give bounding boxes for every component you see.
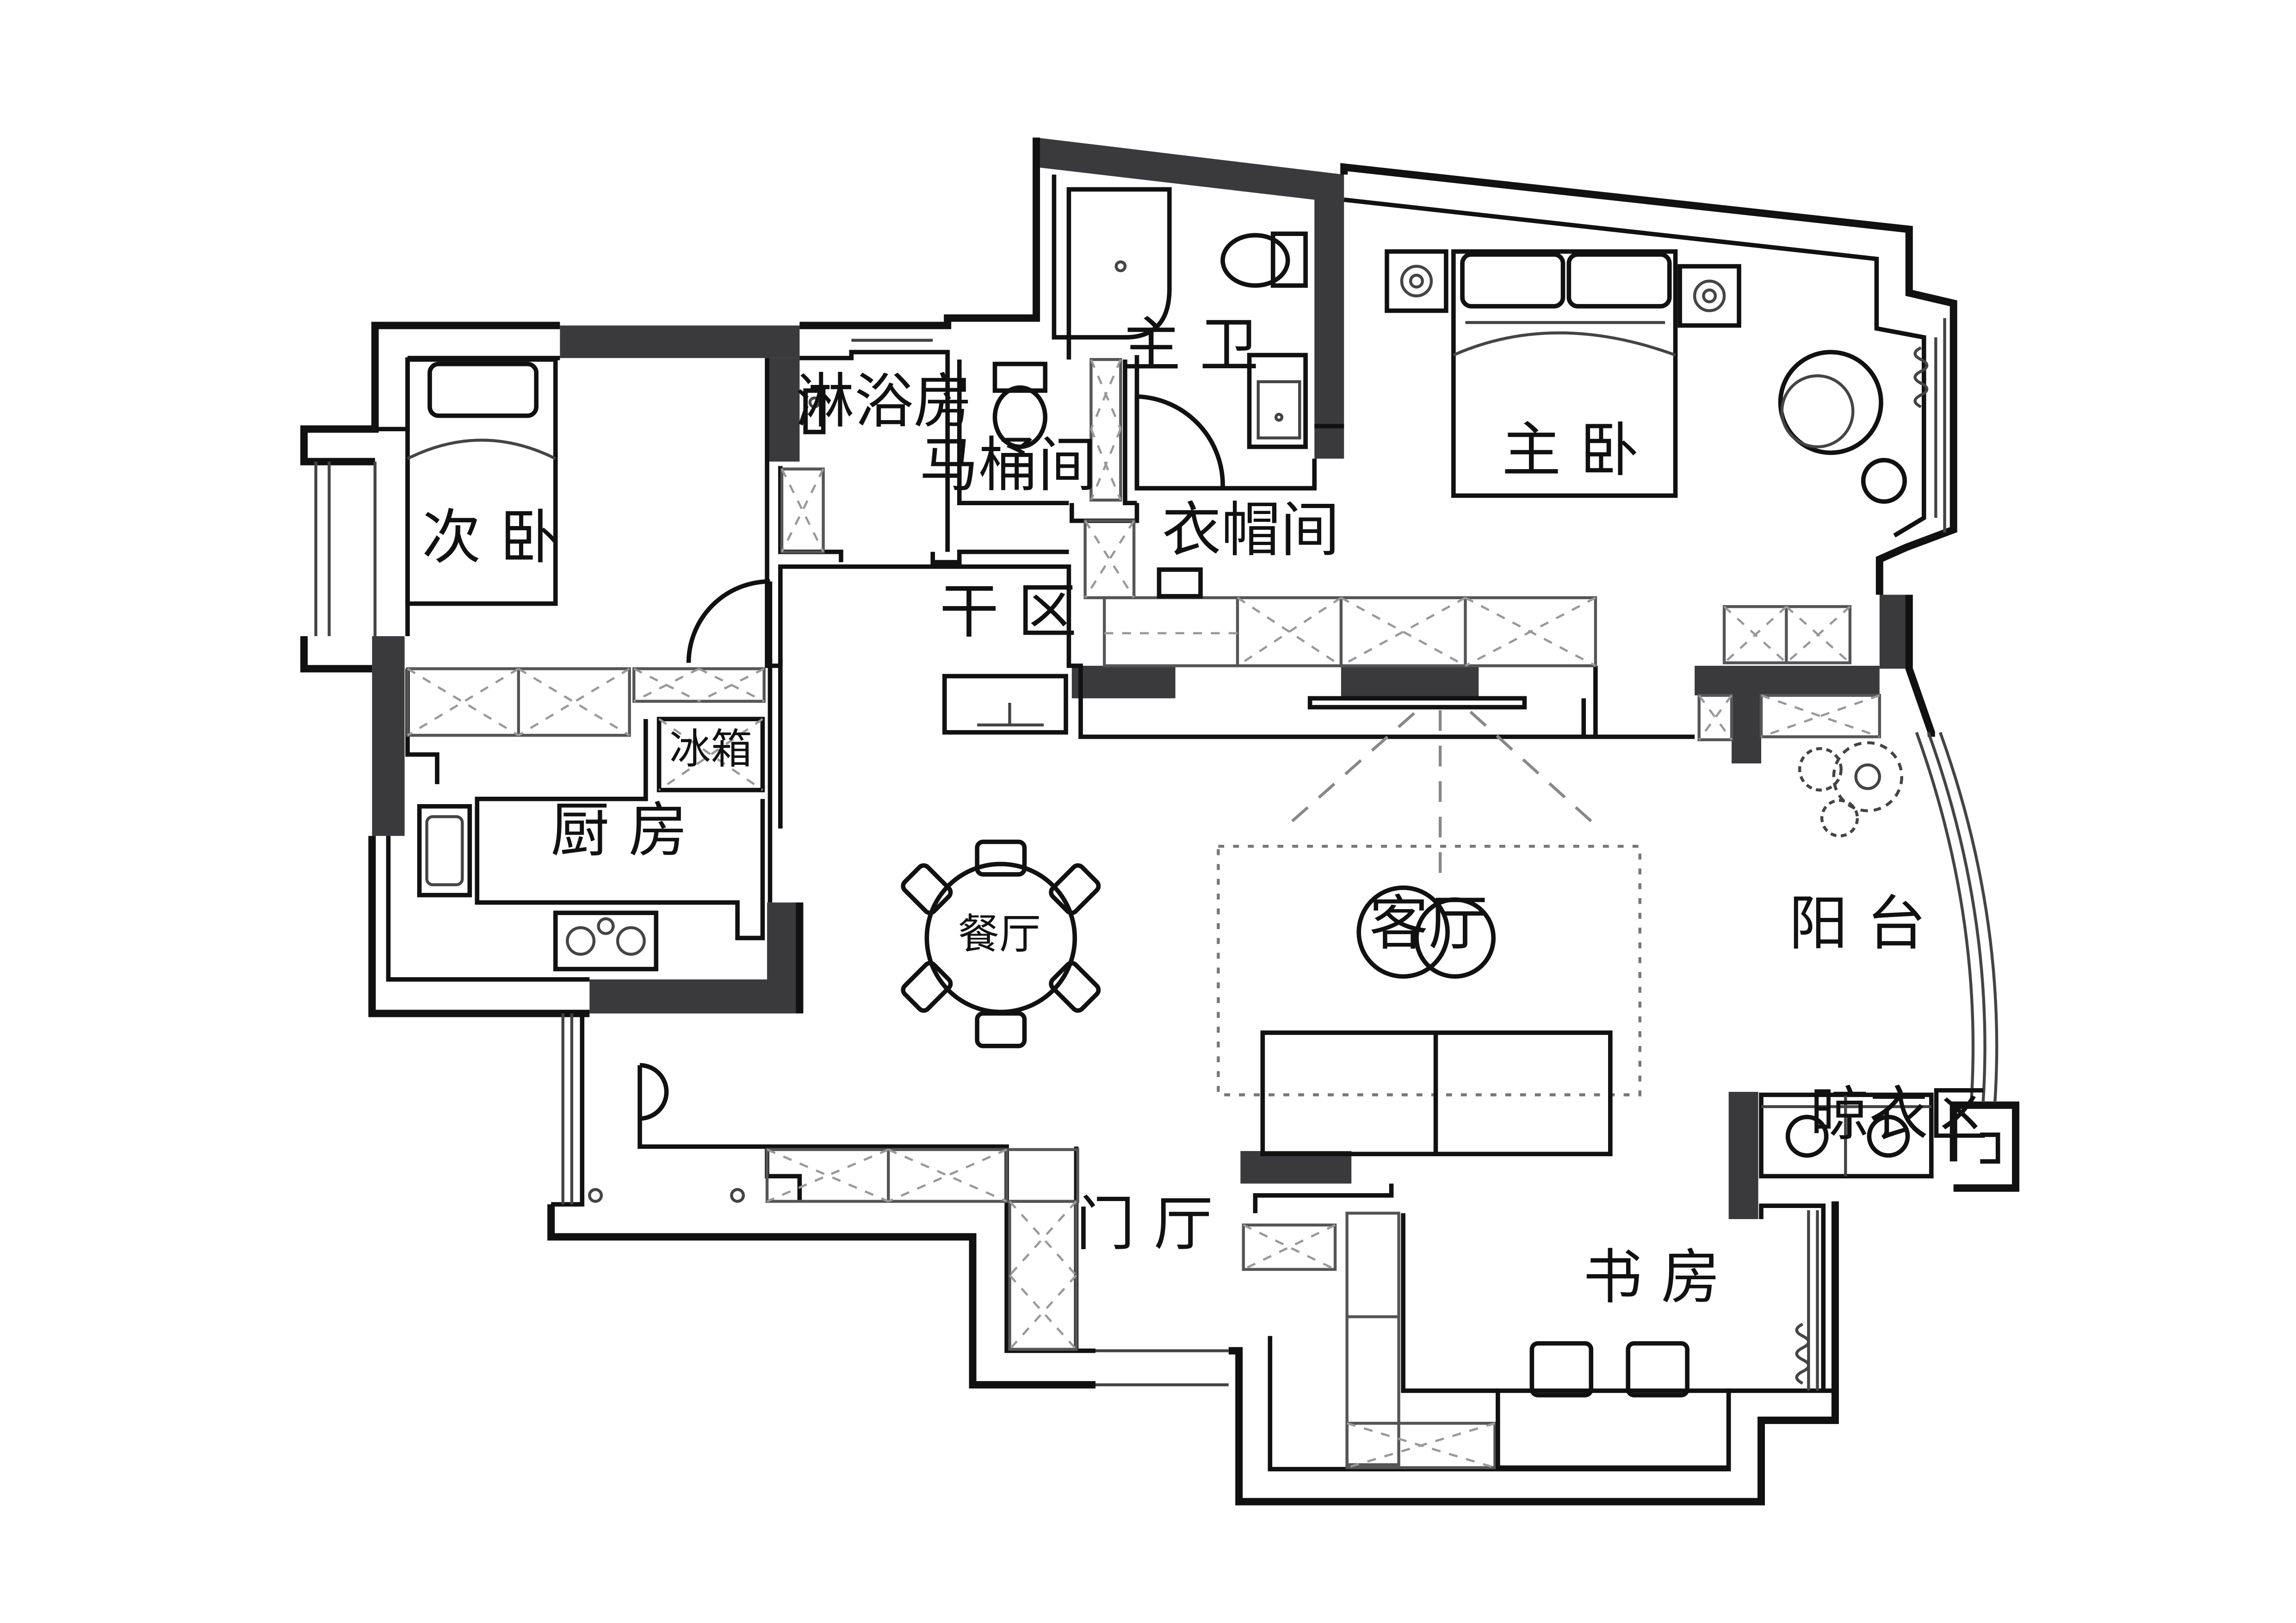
dry-area-vanity <box>942 674 1068 735</box>
label-laundry: 晾衣区 <box>1810 1080 1988 1149</box>
label-shower: 淋浴房 <box>795 367 973 436</box>
shower-fixtures <box>780 388 826 553</box>
room-labels: 主 卫 淋浴房 马桶间 主 卧 衣帽间 次 卧 干 区 冰箱 厨 房 餐厅 客厅… <box>422 311 1987 1312</box>
dining-set <box>901 839 1101 1048</box>
balcony-fixtures <box>1697 694 1934 1179</box>
plants <box>1798 741 1903 837</box>
shower-left-wall <box>767 358 800 462</box>
label-living: 客厅 <box>1369 889 1488 958</box>
living-furniture <box>1217 706 1641 1157</box>
entrance-cabinets <box>588 1148 1079 1351</box>
master-bed <box>1385 249 1907 664</box>
label-second-bedroom: 次 卧 <box>422 503 559 572</box>
kitchen-bottom-wall <box>589 979 800 1014</box>
balcony-corner-wall <box>1695 666 1880 764</box>
structural-walls <box>372 137 1909 1219</box>
wardrobe-wall-b <box>1341 666 1479 699</box>
label-kitchen: 厨 房 <box>551 796 687 865</box>
label-dining: 餐厅 <box>958 911 1041 959</box>
label-wardrobe: 衣帽间 <box>1162 496 1340 565</box>
study-furniture <box>1242 1212 1731 1470</box>
master-bath-fixtures <box>1066 187 1308 449</box>
label-study: 书 房 <box>1583 1243 1720 1312</box>
balcony-pillar-wall <box>1879 595 1909 669</box>
entrance-wall <box>1240 1151 1352 1184</box>
kitchen-left-wall <box>372 636 405 836</box>
doors <box>639 394 1225 1121</box>
windows <box>314 318 1999 1391</box>
label-master-bedroom: 主 卧 <box>1502 416 1639 485</box>
label-entrance: 门 厅 <box>1076 1189 1213 1258</box>
wardrobe-wall-a <box>1071 666 1176 699</box>
label-master-bath: 主 卫 <box>1121 311 1258 380</box>
master-bath-top-wall <box>1036 137 1344 459</box>
inner-walls <box>375 174 1926 1472</box>
wardrobe-cabinets <box>1083 519 1597 710</box>
toilet-room-fixtures <box>992 358 1122 502</box>
outer-boundary <box>300 137 2020 1505</box>
label-balcony: 阳 台 <box>1789 889 1926 958</box>
label-toilet-room: 马桶间 <box>919 431 1097 500</box>
laundry-wall <box>1728 1091 1758 1219</box>
kitchen-fixtures <box>417 717 765 972</box>
bedroom-top-wall <box>560 325 800 358</box>
label-fridge: 冰箱 <box>669 725 752 774</box>
label-dry-area: 干 区 <box>940 577 1077 646</box>
second-bed <box>405 357 766 737</box>
